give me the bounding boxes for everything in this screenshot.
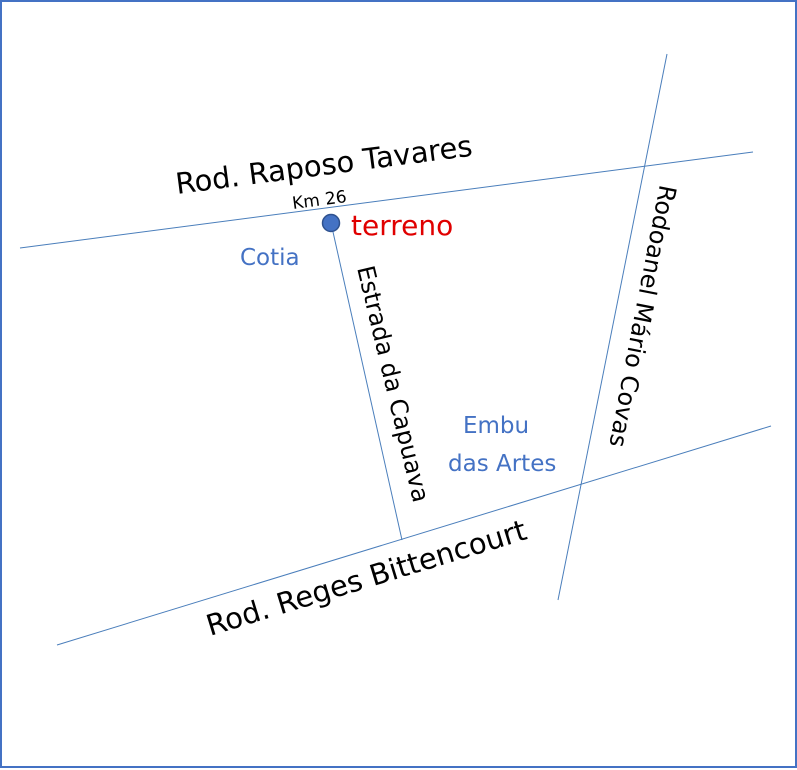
terreno-marker[interactable] [321,213,341,233]
label-km-marker: Km 26 [291,187,348,214]
road-line-rodoanel [557,53,668,601]
label-cotia: Cotia [240,245,300,271]
road-line-estrada-capuava [330,222,403,541]
road-line-raposo-tavares [19,151,754,249]
label-embu-line1: Embu [463,413,529,439]
label-estrada-capuava: Estrada da Capuava [351,263,435,505]
road-line-reges-bittencourt [56,425,772,646]
label-terreno: terreno [351,209,453,242]
label-embu-line2: das Artes [448,451,556,477]
label-reges-bittencourt: Rod. Reges Bittencourt [202,513,530,643]
